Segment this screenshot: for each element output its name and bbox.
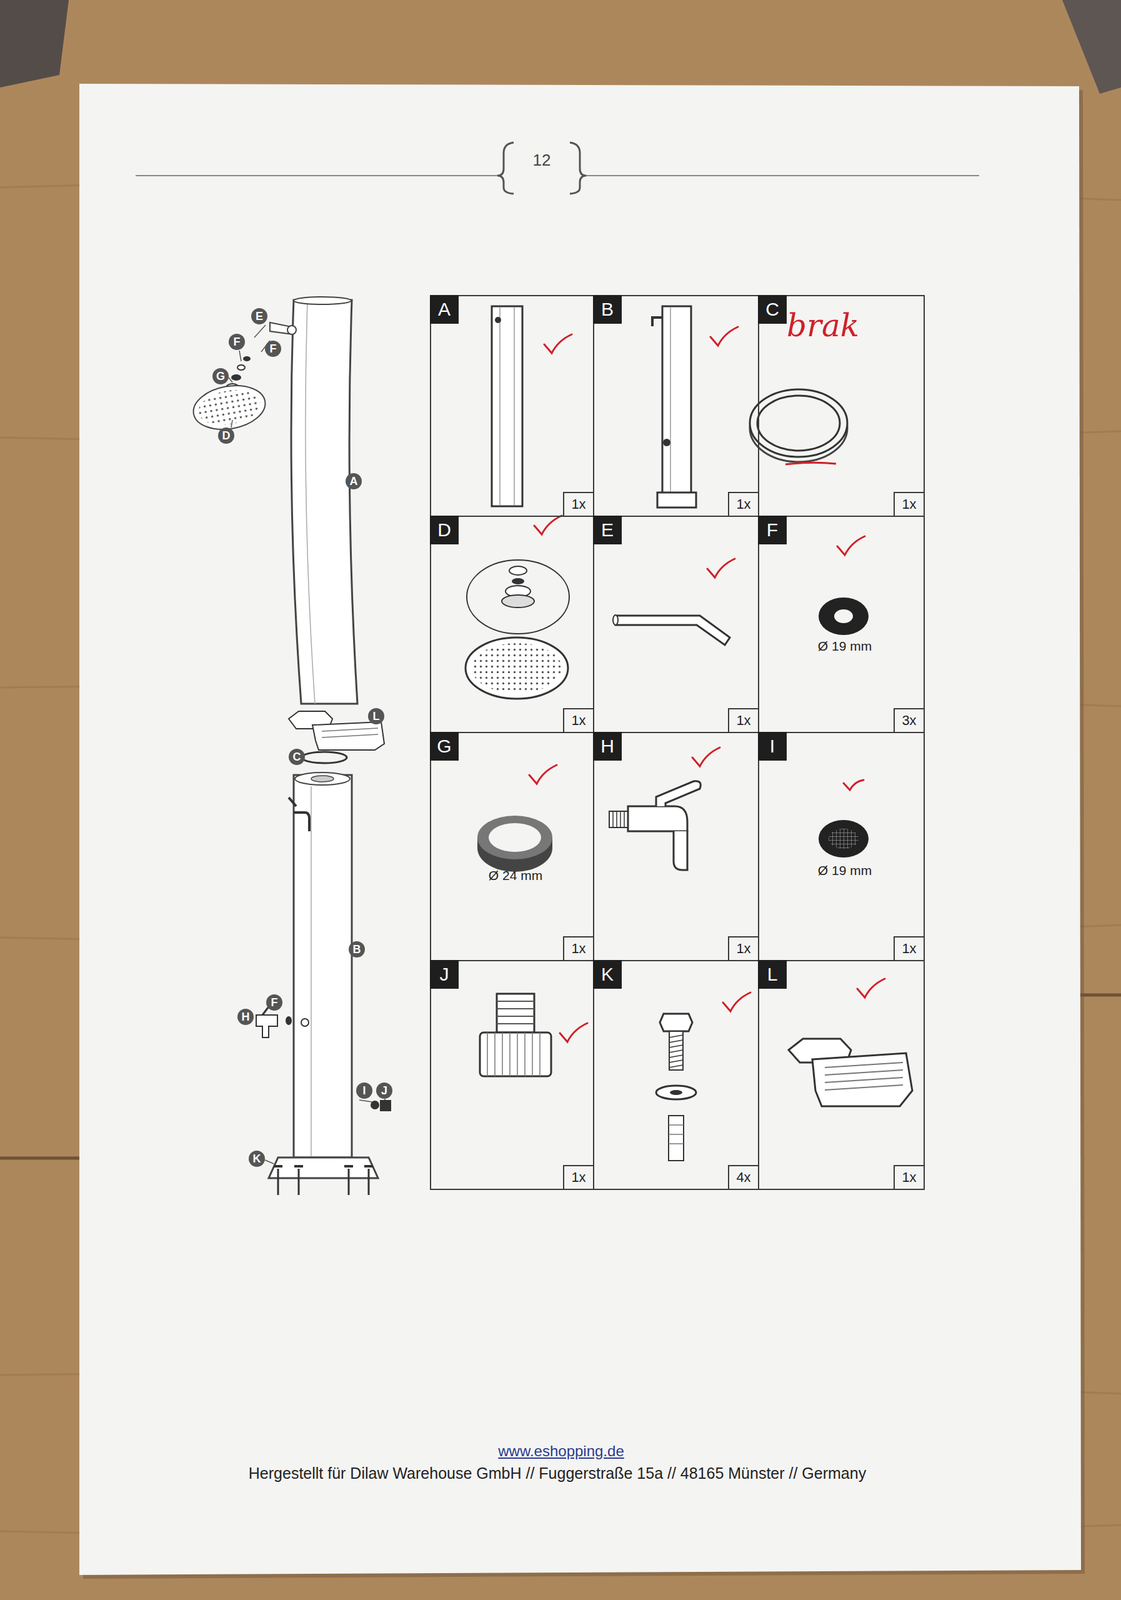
callout-letter: L bbox=[373, 709, 380, 723]
callout-letter: J bbox=[381, 1084, 388, 1098]
quantity: 1x bbox=[727, 491, 760, 517]
quantity: 1x bbox=[562, 1164, 595, 1190]
part-cell: I Ø 19 mm 1x bbox=[757, 731, 925, 962]
dimension: Ø 19 mm bbox=[817, 862, 872, 878]
quantity: 1x bbox=[727, 707, 760, 733]
quantity: 4x bbox=[727, 1164, 760, 1190]
callout-letter: F bbox=[269, 342, 277, 356]
callout-letter: K bbox=[253, 1152, 262, 1166]
part-letter: H bbox=[592, 731, 622, 761]
part-cell: F Ø 19 mm 3x bbox=[757, 515, 925, 733]
quantity: 1x bbox=[562, 936, 595, 962]
part-letter: F bbox=[757, 515, 787, 545]
callout-letter: F bbox=[233, 335, 241, 349]
part-letter: K bbox=[592, 959, 622, 989]
quantity: 1x bbox=[893, 936, 925, 962]
part-letter: E bbox=[592, 515, 622, 545]
part-letter: A bbox=[429, 294, 459, 324]
part-cell: L 1x bbox=[757, 959, 925, 1190]
part-cell: H 1x bbox=[592, 731, 760, 962]
part-cell: A 1x bbox=[429, 294, 595, 517]
part-cell: D 1x bbox=[429, 515, 595, 733]
dimension: Ø 19 mm bbox=[817, 638, 872, 654]
callout-letter: B bbox=[353, 942, 362, 957]
part-cell: E 1x bbox=[592, 515, 760, 733]
callout-letter: H bbox=[241, 1010, 250, 1024]
part-cell: K 4x bbox=[592, 959, 760, 1190]
quantity: 1x bbox=[727, 936, 760, 962]
part-letter: B bbox=[592, 294, 622, 324]
handwritten-note: brak bbox=[786, 307, 860, 344]
quantity: 1x bbox=[562, 491, 595, 517]
part-letter: D bbox=[429, 515, 459, 545]
callout-letter: F bbox=[271, 996, 279, 1010]
quantity: 3x bbox=[893, 707, 925, 733]
page-number: 12 bbox=[533, 150, 552, 170]
part-letter: L bbox=[757, 959, 787, 989]
part-cell: B 1x bbox=[592, 294, 760, 517]
callout-letter: D bbox=[222, 429, 231, 443]
callout-letter: A bbox=[349, 474, 359, 489]
callout-letter: G bbox=[216, 369, 225, 384]
quantity: 1x bbox=[562, 707, 595, 733]
part-letter: I bbox=[757, 731, 787, 761]
website-link: www.eshopping.de bbox=[498, 1442, 624, 1460]
part-cell: J 1x bbox=[429, 959, 595, 1190]
part-cell: Cbrak 1x bbox=[757, 294, 925, 517]
callout-letter: E bbox=[255, 309, 264, 324]
quantity: 1x bbox=[893, 491, 925, 517]
callout-letter: I bbox=[362, 1084, 366, 1098]
part-cell: G Ø 24 mm 1x bbox=[429, 731, 595, 962]
callout-letter: C bbox=[293, 750, 302, 764]
part-letter: J bbox=[429, 959, 459, 989]
part-letter: C bbox=[757, 294, 787, 324]
part-letter: G bbox=[429, 731, 459, 761]
dimension: Ø 24 mm bbox=[488, 867, 543, 883]
manufacturer-line: Hergestellt für Dilaw Warehouse GmbH // … bbox=[248, 1464, 867, 1483]
quantity: 1x bbox=[893, 1164, 925, 1190]
